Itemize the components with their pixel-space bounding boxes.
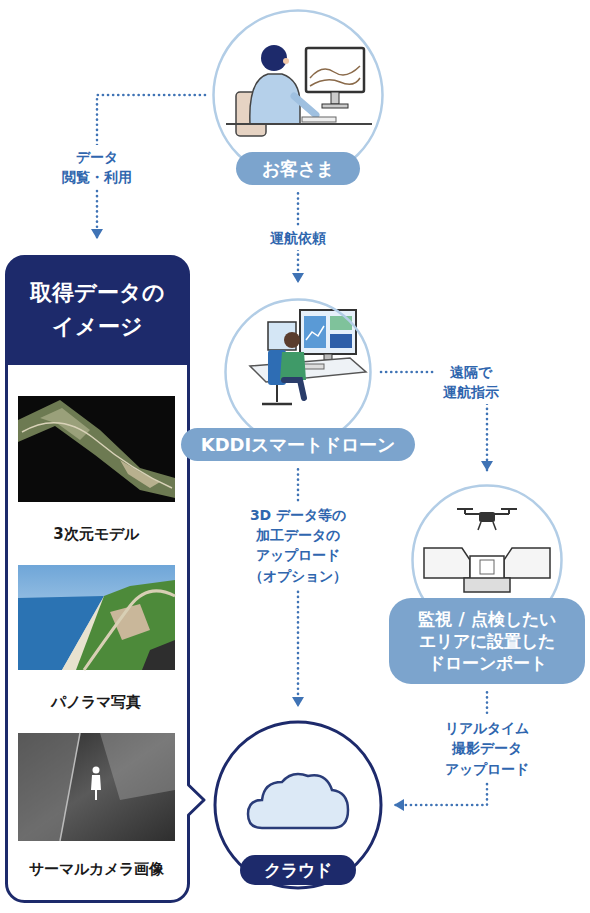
panel-heading: 取得データの イメージ xyxy=(5,276,190,344)
operator-illustration xyxy=(250,358,366,382)
drone-port-illustration xyxy=(470,556,504,580)
data-image-panel: 取得データの イメージ xyxy=(5,255,205,903)
arrow-head xyxy=(91,229,103,239)
operator-illustration xyxy=(330,316,352,330)
panorama-photo xyxy=(18,565,175,670)
edge-label: データ 閲覧・利用 xyxy=(53,145,141,190)
node-outline xyxy=(223,297,373,447)
edge-label: 3D データ等の 加工データの アップロード （オプション） xyxy=(242,503,354,588)
operator-illustration xyxy=(300,310,356,354)
edge-label-holder: 遠隔で 運航指示 xyxy=(435,360,507,405)
operator-illustration xyxy=(284,332,300,348)
arrow-head xyxy=(292,697,304,707)
caption-holder: 3次元モデル xyxy=(53,525,138,545)
operator-illustration xyxy=(304,316,326,348)
customer-illustration xyxy=(306,48,364,92)
drone-port-illustration xyxy=(424,548,470,578)
drone-port-illustration xyxy=(479,512,495,522)
node-pill: 監視 / 点検したい エリアに設置した ドローンポート xyxy=(389,598,585,684)
edge-label-holder: データ 閲覧・利用 xyxy=(53,145,141,190)
circle-outline xyxy=(215,722,381,888)
panorama-photo xyxy=(84,591,175,670)
operator-circle: KDDIスマートドローン xyxy=(223,297,373,447)
node-outline xyxy=(5,255,205,903)
edge-label: 運航依頼 xyxy=(266,226,330,250)
edge-label-holder: 運航依頼 xyxy=(266,226,330,250)
customer-illustration xyxy=(331,92,339,104)
cloud-icon xyxy=(248,774,348,828)
customer-illustration xyxy=(310,66,360,78)
cloud-circle: クラウド xyxy=(212,719,384,891)
customer-illustration xyxy=(261,45,287,71)
thermal-image xyxy=(18,733,80,841)
thermal-image xyxy=(18,733,175,841)
edge-label: リアルタイム 撮影データ アップロード xyxy=(437,716,537,781)
operator-illustration xyxy=(284,380,304,398)
thermal-image xyxy=(60,733,80,841)
image-caption: サーマルカメラ画像 xyxy=(29,860,164,880)
customer-illustration xyxy=(226,123,372,125)
operator-illustration xyxy=(276,385,278,402)
panel-header-band xyxy=(7,257,189,366)
thermal-image xyxy=(93,767,100,774)
drone-port-illustration xyxy=(504,548,550,578)
customer-illustration xyxy=(226,45,372,136)
thermal-image xyxy=(100,733,175,800)
model-3d-image xyxy=(22,423,172,488)
node-pill: KDDIスマートドローン xyxy=(181,428,416,461)
arrow-head xyxy=(394,799,404,811)
drone-port-circle: 監視 / 点検したい エリアに設置した ドローンポート xyxy=(410,483,564,637)
circle-outline xyxy=(226,300,371,445)
customer-illustration xyxy=(302,117,336,122)
customer-illustration xyxy=(310,78,360,86)
thermal-image xyxy=(91,775,101,800)
model-3d-image xyxy=(18,396,175,502)
operator-illustration xyxy=(262,403,292,406)
thermal-image xyxy=(18,733,175,841)
operator-illustration xyxy=(250,310,366,404)
customer-illustration xyxy=(322,104,348,108)
operator-illustration xyxy=(330,334,352,348)
arrow-head xyxy=(481,461,493,471)
drone-port-illustration xyxy=(424,509,550,592)
panorama-photo xyxy=(110,604,150,640)
customer-illustration xyxy=(294,96,316,115)
caption-holder: サーマルカメラ画像 xyxy=(29,860,164,880)
drone-port-illustration xyxy=(480,560,494,574)
drone-port-illustration xyxy=(493,522,496,530)
customer-illustration xyxy=(283,58,289,64)
panorama-photo xyxy=(18,565,175,670)
model-3d-image xyxy=(120,460,160,488)
node-pill: お客さま xyxy=(236,152,360,185)
edge-label: 遠隔で 運航指示 xyxy=(435,360,507,405)
cloud-icon xyxy=(248,774,348,828)
operator-illustration xyxy=(306,326,324,340)
arrow-head xyxy=(292,273,304,283)
model-3d-image xyxy=(18,400,175,498)
image-caption: 3次元モデル xyxy=(53,525,138,545)
caption-holder: パノラマ写真 xyxy=(51,693,141,713)
drone-port-illustration xyxy=(508,509,510,514)
drone-port-illustration xyxy=(464,578,510,592)
panorama-photo xyxy=(142,640,175,670)
drone-port-illustration xyxy=(478,522,481,530)
model-3d-image xyxy=(18,396,175,502)
panorama-photo xyxy=(76,580,175,670)
image-caption: パノラマ写真 xyxy=(51,693,141,713)
edge-label-holder: リアルタイム 撮影データ アップロード xyxy=(437,716,537,781)
node-pill: クラウド xyxy=(240,855,356,885)
drone-port-illustration xyxy=(464,509,466,514)
edge-label-holder: 3D データ等の 加工データの アップロード （オプション） xyxy=(242,503,354,588)
customer-circle: お客さま xyxy=(211,8,385,182)
callout-outline xyxy=(7,257,205,902)
operator-illustration xyxy=(280,352,306,380)
